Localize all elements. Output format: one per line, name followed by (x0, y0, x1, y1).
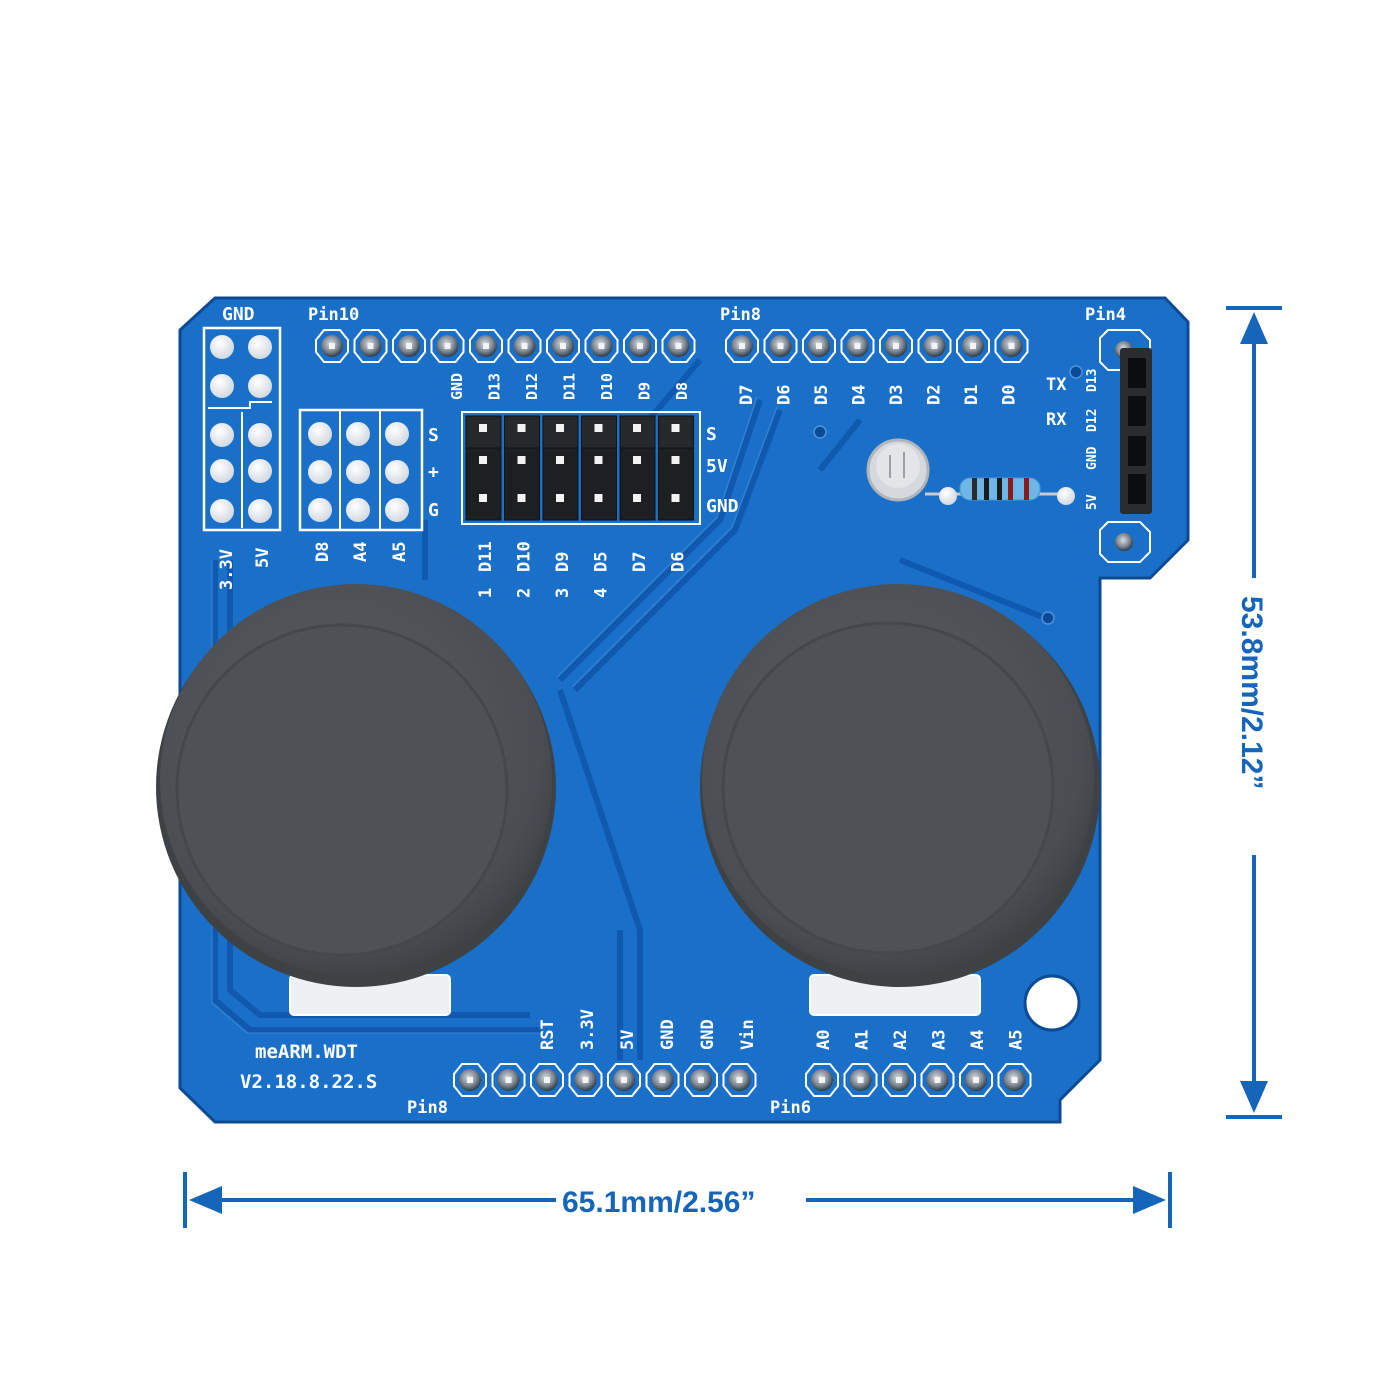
top-left-header (315, 329, 696, 363)
dimension-horizontal (183, 1172, 1172, 1228)
board-version: V2.18.8.22.S (240, 1071, 377, 1093)
bluetooth-socket (1120, 348, 1152, 514)
label-top-d3: D3 (887, 385, 907, 405)
label-bottom-a2: A2 (891, 1030, 911, 1050)
top-left-pin-labels: GND D13 D12 D11 D10 D9 D8 (448, 373, 691, 400)
label-header-s: S (706, 424, 717, 445)
label-header-5v: 5V (706, 456, 728, 477)
power-select-pads (210, 423, 272, 523)
label-bottom-vin: Vin (738, 1019, 758, 1050)
label-5v-left: 5V (253, 548, 273, 568)
label-header-gnd: GND (706, 496, 739, 517)
label-pin8-bottom: Pin8 (407, 1098, 448, 1118)
label-bt-5v: 5V (1085, 494, 1100, 510)
label-servo-g: G (428, 500, 439, 521)
label-bottom-5v: 5V (618, 1030, 638, 1050)
label-top-d8: D8 (673, 382, 691, 400)
label-rx: RX (1046, 410, 1067, 430)
label-bottom-gnd: GND (698, 1019, 718, 1050)
label-bottom-a0: A0 (814, 1030, 834, 1050)
label-top-d6: D6 (775, 385, 795, 405)
top-right-header (725, 329, 1029, 363)
label-header-col-d9: D9 (553, 552, 573, 572)
label-header-num-4: 4 (592, 588, 612, 598)
joystick-left (156, 584, 556, 987)
bottom-power-labels: RST 3.3V 5V GND GND Vin (538, 1009, 758, 1050)
label-bt-d13: D13 (1085, 369, 1100, 392)
label-top-d12: D12 (523, 373, 541, 400)
label-servo-s: S (428, 425, 439, 446)
bottom-power-header (453, 1063, 757, 1097)
label-header-col-d6: D6 (669, 552, 689, 572)
label-bottom-gnd: GND (658, 1019, 678, 1050)
label-header-num-1: 1 (476, 588, 496, 598)
label-header-num-3: 3 (553, 588, 573, 598)
label-pin4: Pin4 (1085, 305, 1126, 325)
servo-pin-header (465, 415, 694, 521)
label-top-d0: D0 (1000, 385, 1020, 405)
label-d8-servo: D8 (313, 542, 333, 562)
label-top-d2: D2 (925, 385, 945, 405)
label-top-d13: D13 (486, 373, 504, 400)
dimension-vertical (1226, 306, 1282, 1119)
label-top-d9: D9 (636, 382, 654, 400)
header-col-labels: D11 D10 D9 D5 D7 D6 (476, 541, 689, 572)
label-top-d11: D11 (561, 373, 579, 400)
label-top-d7: D7 (737, 385, 757, 405)
header-num-labels: 1 2 3 4 (476, 588, 612, 598)
label-header-col-d5: D5 (592, 552, 612, 572)
label-top-d5: D5 (812, 385, 832, 405)
label-header-col-d11: D11 (476, 541, 496, 572)
label-bt-gnd: GND (1085, 446, 1100, 470)
label-top-d10: D10 (598, 373, 616, 400)
label-bt-d12: D12 (1085, 409, 1100, 432)
label-bottom-33v: 3.3V (578, 1009, 598, 1050)
label-bottom-a5: A5 (1007, 1030, 1027, 1050)
label-gnd-top: GND (222, 304, 255, 325)
label-top-d1: D1 (962, 385, 982, 405)
top-right-pin-labels: D7 D6 D5 D4 D3 D2 D1 D0 (737, 385, 1020, 405)
bottom-analog-labels: A0 A1 A2 A3 A4 A5 (814, 1030, 1027, 1050)
label-3v3: 3.3V (217, 549, 237, 590)
gnd-pads (210, 335, 272, 398)
label-top-d4: D4 (850, 385, 870, 405)
label-header-col-d10: D10 (515, 541, 535, 572)
label-pin10: Pin10 (308, 305, 359, 325)
label-header-num-2: 2 (515, 588, 535, 598)
label-pin6-bottom: Pin6 (770, 1098, 811, 1118)
label-bottom-a3: A3 (930, 1030, 950, 1050)
mounting-hole (1023, 974, 1081, 1032)
label-pin8-top: Pin8 (720, 305, 761, 325)
width-dimension-label: 65.1mm/2.56” (562, 1186, 755, 1219)
label-top-gnd: GND (448, 373, 466, 400)
servo-pads (308, 422, 409, 522)
label-a4-servo: A4 (351, 542, 371, 562)
label-header-col-d7: D7 (630, 552, 650, 572)
label-tx: TX (1046, 375, 1067, 395)
joystick-right (700, 584, 1100, 987)
label-bottom-a4: A4 (968, 1030, 988, 1050)
label-servo-plus: + (428, 462, 439, 483)
bottom-analog-header (805, 1063, 1032, 1097)
label-bottom-a1: A1 (853, 1030, 873, 1050)
label-bottom-rst: RST (538, 1019, 558, 1050)
height-dimension-label: 53.8mm/2.12” (1235, 596, 1268, 789)
label-a5-servo: A5 (390, 542, 410, 562)
board-name: meARM.WDT (255, 1041, 358, 1063)
